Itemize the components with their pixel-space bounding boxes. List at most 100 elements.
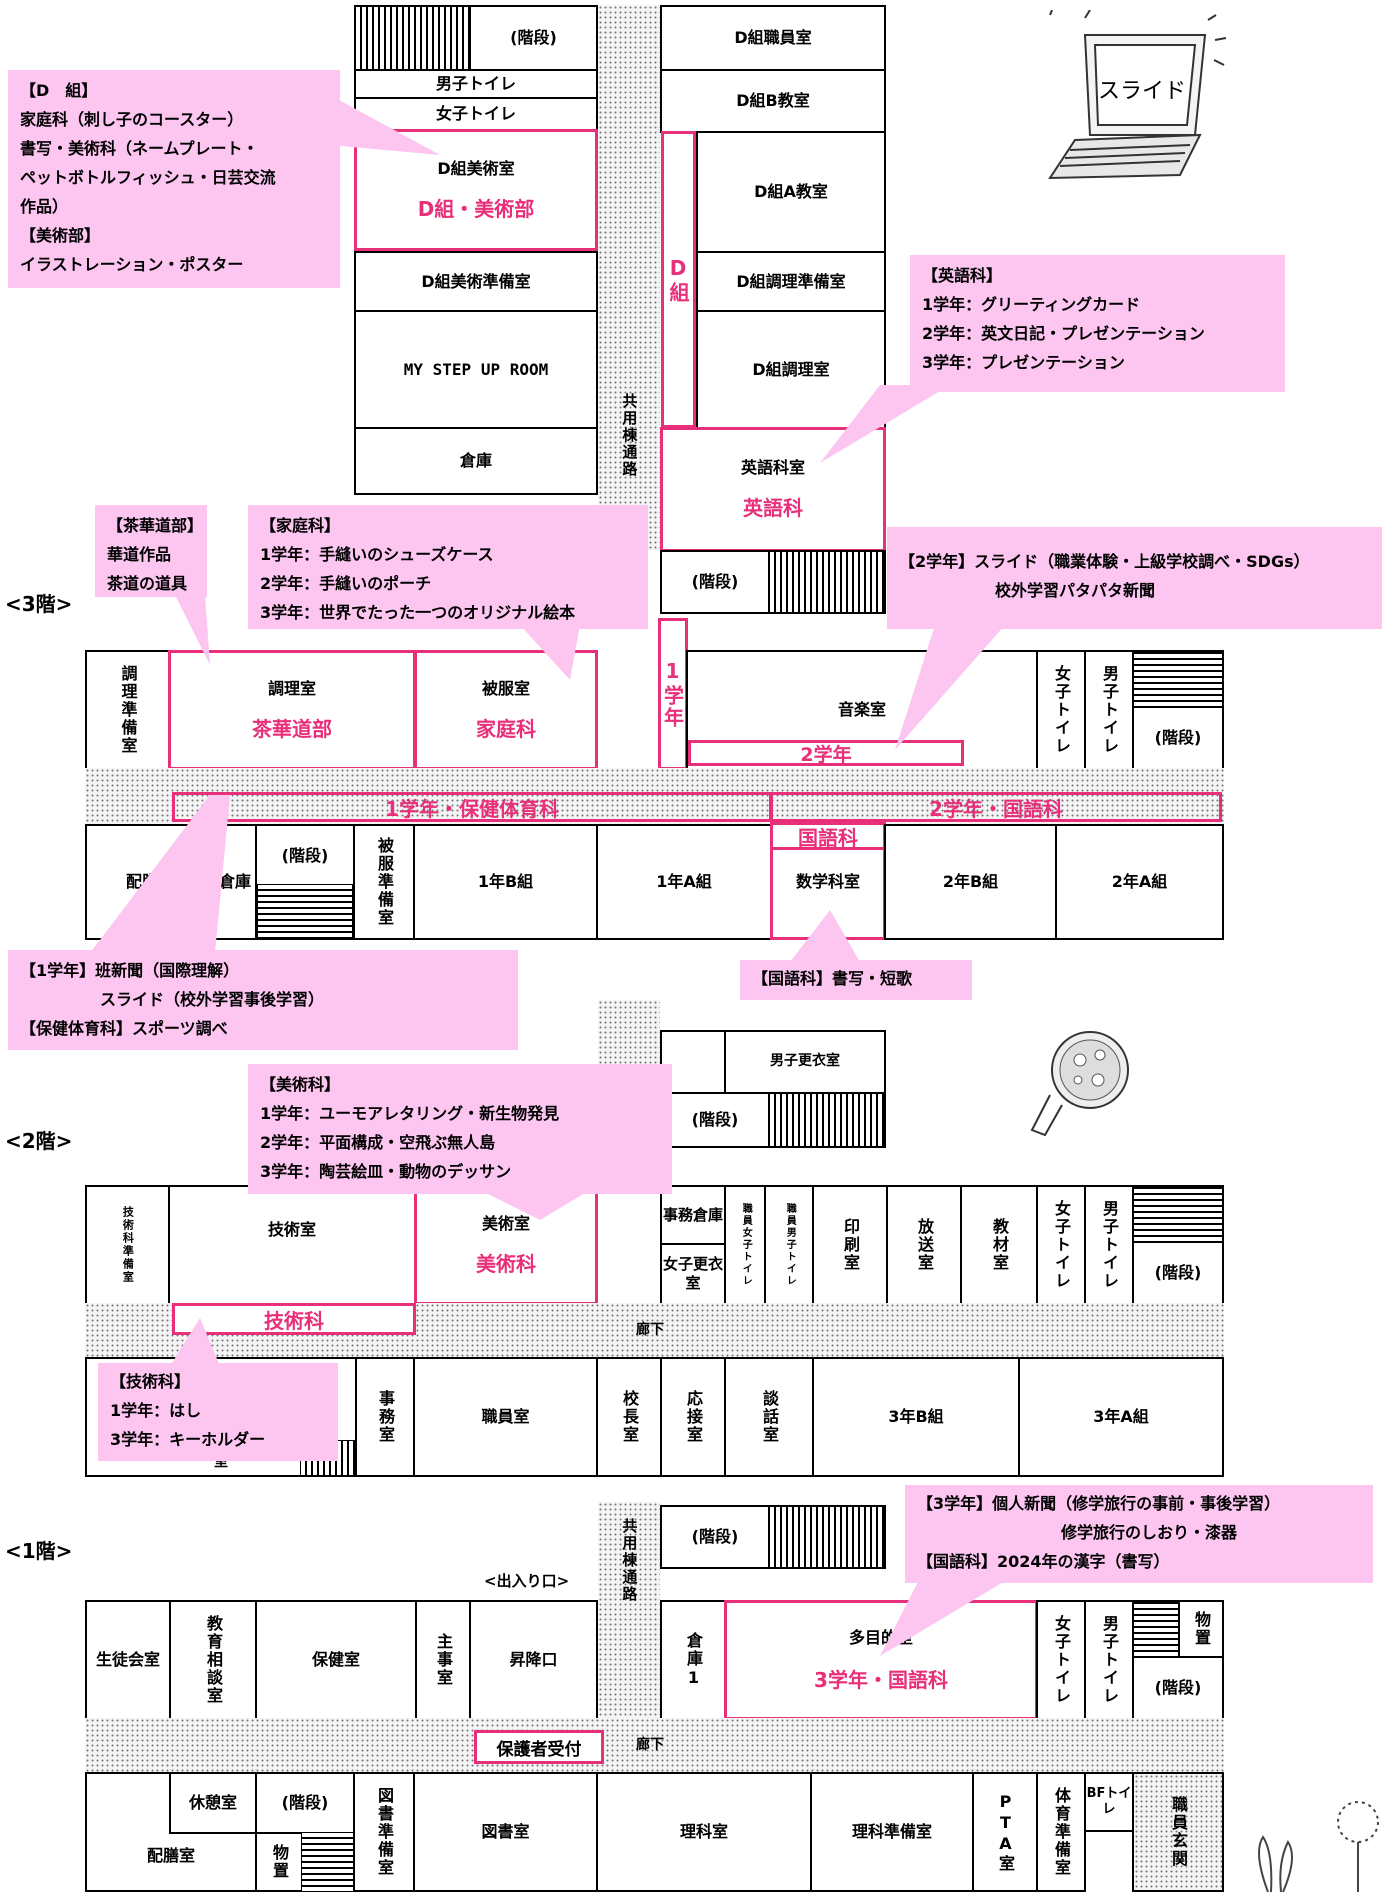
- callout-grade1-tail: [90, 795, 230, 953]
- 1f-stairs3: (階段): [255, 1772, 355, 1834]
- laptop-icon: スライド: [1048, 10, 1227, 180]
- 3f-kokugo-highlight: 国語科: [770, 822, 886, 850]
- 1f-goods2-stair: [301, 1832, 355, 1892]
- 1f-storage1: 倉庫1: [660, 1600, 726, 1720]
- 1f-janitor: 主事室: [415, 1600, 471, 1720]
- callout-grade3: 【3学年】個人新聞（修学旅行の事前・事後学習） 修学旅行のしおり・漆器 【国語科…: [905, 1485, 1373, 1583]
- 3f-grade2-highlight: 2学年: [688, 740, 964, 766]
- 2f-broadcast-room: 放送室: [886, 1185, 962, 1305]
- 3f-sewing-room: 被服室 家庭科: [414, 650, 598, 770]
- 1f-counsel: 教育相談室: [169, 1600, 257, 1720]
- my-step-up-room: MY STEP UP ROOM: [354, 310, 598, 429]
- 3f-sewing-highlight: 家庭科: [476, 716, 536, 741]
- 3f-boys-toilet: 男子トイレ: [1084, 650, 1134, 770]
- 1f-stairs-top: (階段): [660, 1505, 770, 1569]
- d-kumi-highlight: D組: [661, 131, 696, 428]
- shared-corridor-1f: [598, 1502, 660, 1722]
- 1f-rest: 休憩室: [169, 1772, 257, 1834]
- 2f-girls-change: 女子更衣室: [660, 1243, 726, 1305]
- 1f-multi-room: 多目的室 3学年・国語科: [724, 1600, 1038, 1720]
- 2f-office: 事務室: [355, 1357, 415, 1477]
- floor-3: <3階>: [5, 592, 73, 616]
- 3f-class-2b: 2年B組: [884, 824, 1057, 940]
- callout-grade2-tail: [895, 625, 1005, 750]
- 1f-council: 生徒会室: [85, 1600, 171, 1720]
- 2f-principal: 校長室: [596, 1357, 662, 1477]
- 3f-stairs2-graphic: [257, 884, 353, 938]
- english-room: 英語科室 英語科: [660, 427, 886, 552]
- 2f-staff-boys-toilet: 職員男子トイレ: [764, 1185, 814, 1305]
- 3f-cook-room: 調理室 茶華道部: [168, 650, 416, 770]
- 2f-office-storage: 事務倉庫: [660, 1185, 726, 1245]
- 2f-print-room: 印刷室: [812, 1185, 888, 1305]
- 2f-corridor-label: 廊下: [636, 1322, 664, 1339]
- d-stairs-label: (階段): [469, 5, 598, 71]
- 1f-girls-toilet: 女子トイレ: [1036, 1600, 1086, 1720]
- callout-tech-tail: [170, 1318, 220, 1366]
- 3f-girls-toilet: 女子トイレ: [1036, 650, 1086, 770]
- 1f-library-prep: 図書準備室: [353, 1772, 415, 1892]
- callout-english: 【英語科】 1学年：グリーティングカード 2学年：英文日記・プレゼンテーション …: [910, 255, 1285, 392]
- flower-icon: [1258, 1801, 1379, 1892]
- 2f-staff-girls-toilet: 職員女子トイレ: [724, 1185, 766, 1305]
- 2f-stairs-graphic: [768, 1092, 886, 1148]
- 3f-class-2a: 2年A組: [1055, 824, 1224, 940]
- 1f-stairs-top-graphic: [768, 1505, 886, 1569]
- 2f-class-3b: 3年B組: [812, 1357, 1020, 1477]
- 1f-corridor: [85, 1718, 1224, 1774]
- 1f-science-prep: 理科準備室: [810, 1772, 974, 1892]
- callout-sado: 【茶華道部】 華道作品 茶道の道具: [95, 505, 207, 597]
- 1f-stairs2: (階段): [1132, 1656, 1224, 1720]
- 1f-bf-toilet: BFトイレ: [1084, 1772, 1134, 1832]
- 2f-talk-room: 談話室: [724, 1357, 814, 1477]
- callout-kokugo-tail: [790, 910, 860, 962]
- 1f-nurse: 保健室: [255, 1600, 417, 1720]
- english-highlight: 英語科: [743, 496, 803, 520]
- 3f-corridor: [85, 768, 1224, 826]
- callout-d-tail: [330, 95, 440, 155]
- callout-d-kumi: 【D 組】 家庭科（刺し子のコースター） 書写・美術科（ネームプレート・ ペット…: [8, 70, 340, 288]
- d-stairs2-graphic: [768, 550, 886, 614]
- d-art-room-label: D組美術室: [437, 158, 515, 178]
- 3f-music-room: 音楽室: [686, 650, 1038, 770]
- callout-home-tail: [520, 625, 580, 680]
- 1f-guardian-reception: 保護者受付: [474, 1730, 604, 1764]
- d-cook-room: D組調理室: [696, 310, 886, 429]
- 1f-goods: 物置: [1178, 1600, 1224, 1658]
- 3f-band-grade2: 2学年・国語科: [770, 792, 1222, 822]
- 1f-library: 図書室: [413, 1772, 598, 1892]
- plate-icon: [1030, 1031, 1129, 1137]
- d-stairs: [354, 5, 471, 71]
- 3f-sewing-prep: 被服準備室: [353, 824, 415, 940]
- callout-tech: 【技術科】 1学年：はし 3学年：キーホルダー: [98, 1363, 338, 1461]
- shared-corridor-label: 共用棟通路: [620, 392, 639, 478]
- 3f-sewing-label: 被服室: [481, 678, 530, 698]
- 2f-tech-highlight: 技術科: [172, 1303, 416, 1335]
- 2f-stairs2-graphic: [1132, 1185, 1224, 1243]
- 2f-girls-toilet: 女子トイレ: [1036, 1185, 1086, 1305]
- 1f-boys-toilet: 男子トイレ: [1084, 1600, 1134, 1720]
- shared-corridor-3f: [598, 5, 660, 550]
- 1f-multi-highlight: 3学年・国語科: [814, 1667, 948, 1692]
- 2f-art-highlight: 美術科: [476, 1251, 536, 1276]
- 2f-art-label: 美術室: [481, 1213, 530, 1233]
- callout-sado-tail: [175, 595, 210, 665]
- 2f-staff-room: 職員室: [413, 1357, 598, 1477]
- callout-grade2: 【2学年】スライド（職業体験・上級学校調べ・SDGs） 校外学習パタパタ新聞: [887, 527, 1382, 629]
- floor-2: <2階>: [5, 1129, 73, 1153]
- 1f-science: 理科室: [596, 1772, 812, 1892]
- 3f-cook-highlight: 茶華道部: [252, 716, 332, 741]
- 2f-tech-prep: 技術科準備室: [85, 1185, 170, 1305]
- 2f-stairs: (階段): [660, 1092, 770, 1148]
- 3f-stairs-graphic: [1132, 650, 1224, 708]
- d-girls-toilet: 女子トイレ: [354, 97, 598, 131]
- d-class-b: D組B教室: [660, 69, 886, 133]
- floor-1: <1階>: [5, 1539, 73, 1563]
- d-stairs2: (階段): [660, 550, 770, 614]
- 3f-stairs2-label: (階段): [281, 846, 329, 865]
- d-class-a: D組A教室: [696, 131, 886, 253]
- d-storage: 倉庫: [354, 427, 598, 495]
- 3f-cook-label: 調理室: [267, 678, 316, 698]
- callout-home: 【家庭科】 1学年：手縫いのシューズケース 2学年：手縫いのポーチ 3学年：世界…: [248, 505, 648, 629]
- callout-grade1: 【1学年】班新聞（国際理解） スライド（校外学習事後学習） 【保健体育科】スポー…: [8, 950, 518, 1050]
